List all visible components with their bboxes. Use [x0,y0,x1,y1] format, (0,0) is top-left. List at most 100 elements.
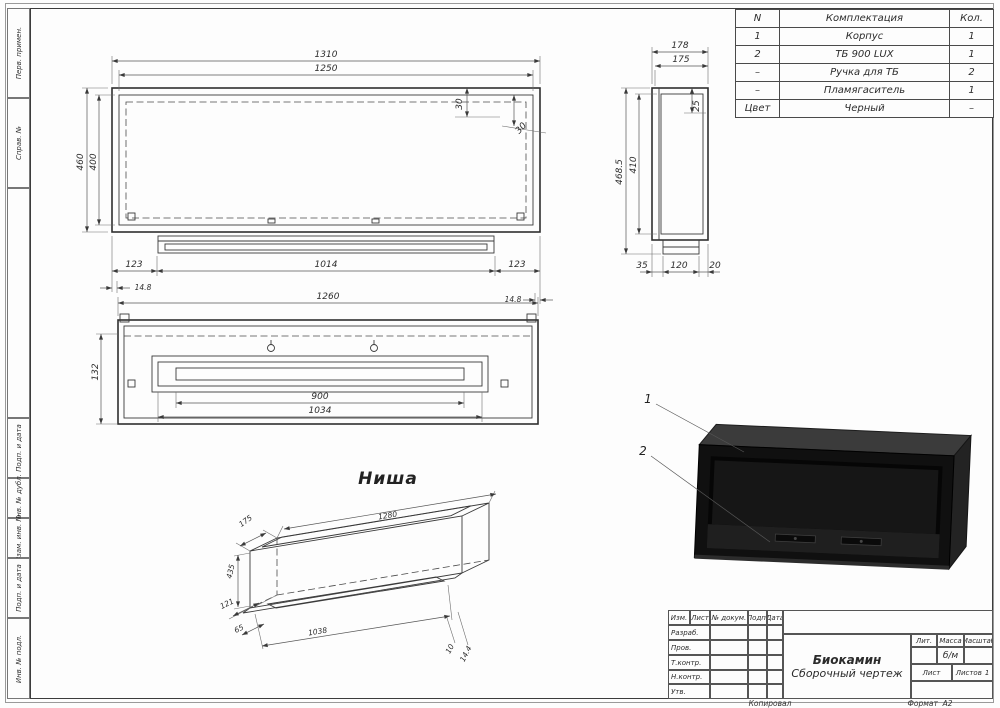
parts-cell-name: Ручка для ТБ [779,63,950,82]
parts-cell-name: Черный [779,99,950,118]
front-flange-left-dim: 14.8 [135,283,152,292]
tb-org-cell [911,681,993,699]
table-row: – Пламягаситель 1 [735,81,994,100]
margin-cell-empty [7,188,30,418]
table-row: Цвет Черный – [735,99,994,118]
tb-col-podp: Подп. [748,610,767,625]
parts-cell-name: Корпус [779,27,950,46]
front-view: 1310 1250 460 400 30 30 123 [76,50,553,305]
table-row: – Ручка для ТБ 2 [735,63,994,82]
front-top-inset-b-dim: 30 [514,121,529,136]
front-height-inner-dim: 400 [89,153,99,170]
doc-title-line1: Биокамин [812,653,882,667]
side-depth-outer-dim: 178 [671,41,688,51]
margin-cell-podp-data-2: Подп. и дата [7,558,30,618]
iso-width-bottom-dim: 1038 [307,626,328,638]
side-top-inset-dim: 25 [692,100,702,112]
tb-sheets-label: Листов [955,668,982,677]
plan-inner-b-dim: 1034 [309,406,332,416]
tb-col-dokum: № докум. [710,610,748,625]
front-flange-right-dim: 14.8 [505,295,522,304]
parts-cell-num: – [735,63,780,82]
tb-col-izm: Изм. [668,610,690,625]
tb-row-utv: Утв. [668,684,710,699]
margin-cell-vzam-inv: Взам. инв. № [7,514,30,562]
tb-document-title: Биокамин Сборочный чертеж [783,634,911,699]
tb-sheets-value: 1 [984,668,990,677]
table-row: 1 Корпус 1 [735,27,994,46]
plan-width-dim: 1260 [317,292,340,302]
tb-empty-cell [748,640,767,655]
format-word: Формат [907,699,938,708]
tb-row-prov: Пров. [668,640,710,655]
front-bottom-right-dim: 123 [508,260,525,270]
drawing-frame [30,8,993,699]
sheet-outer-border [5,3,994,703]
front-top-inset-a-dim: 30 [455,98,465,110]
tb-col-list: Лист [690,610,710,625]
tb-empty-cell [710,655,748,670]
parts-cell-num: 1 [735,27,780,46]
tb-empty-cell [748,670,767,684]
copied-label: Копировал [748,699,792,708]
tb-lit-value [911,647,937,664]
front-width-inner-dim: 1250 [315,64,338,74]
tb-row-nkontr: Н.контр. [668,670,710,684]
iso-dim-a: 10 [444,642,457,655]
front-height-outer-dim: 460 [76,153,86,170]
tb-designation-cell [783,610,993,634]
parts-cell-name: ТБ 900 LUX [779,45,950,64]
tb-col-data: Дата [767,610,783,625]
parts-col-name: Комплектация [779,9,950,28]
parts-col-num: N [735,9,780,28]
tb-empty-cell [710,684,748,699]
margin-cell-perv-primen: Перв. примен. [7,8,30,98]
tb-row-tkontr: Т.контр. [668,655,710,670]
tb-empty-cell [767,640,783,655]
plan-depth-dim: 132 [91,363,101,380]
parts-table: N Комплектация Кол. 1 Корпус 1 2 ТБ 900 … [735,9,994,118]
side-height-outer-dim: 468.5 [615,159,625,185]
tb-empty-cell [710,640,748,655]
side-bottom-b-dim: 120 [670,261,687,271]
tb-mass-label: Масса [937,634,964,647]
margin-cell-inv-dubl: Инв. № дубл. [7,474,30,522]
side-bottom-c-dim: 20 [709,261,721,271]
front-width-outer-dim: 1310 [315,50,338,60]
front-bottom-left-dim: 123 [125,260,142,270]
callout-1-label: 1 [644,392,652,406]
tb-empty-cell [710,625,748,640]
callout-2-label: 2 [639,444,647,458]
tb-scale-label: Масштаб [964,634,993,647]
iso-width-top-dim: 1280 [377,509,398,521]
tb-lit-label: Лит. [911,634,937,647]
tb-sheet-label: Лист [911,664,952,681]
side-depth-inner-dim: 175 [672,55,689,65]
front-bottom-mid-dim: 1014 [315,260,338,270]
parts-col-qty: Кол. [949,9,994,28]
parts-cell-qty: – [949,99,994,118]
parts-cell-num: Цвет [735,99,780,118]
parts-cell-qty: 1 [949,45,994,64]
margin-cell-sprav: Справ. № [7,98,30,188]
iso-view-title: Ниша [358,469,418,489]
parts-cell-qty: 1 [949,81,994,100]
tb-empty-cell [767,684,783,699]
parts-cell-name: Пламягаситель [779,81,950,100]
iso-depth-bottom-dim: 121 [218,597,235,611]
plan-inner-a-dim: 900 [311,392,328,402]
tb-empty-cell [748,625,767,640]
tb-empty-cell [710,670,748,684]
tb-scale-value [964,647,993,664]
doc-title-line2: Сборочный чертеж [791,667,903,680]
iso-view: Ниша 175 1280 435 121 6 [218,469,497,663]
tb-empty-cell [767,670,783,684]
iso-offset-bottom-dim: 65 [233,623,246,635]
parts-header-row: N Комплектация Кол. [735,9,994,28]
format-label: Формат А2 [875,699,985,708]
tb-empty-cell [748,655,767,670]
tb-empty-cell [767,625,783,640]
tb-sheets-cell: Листов 1 [952,664,993,681]
